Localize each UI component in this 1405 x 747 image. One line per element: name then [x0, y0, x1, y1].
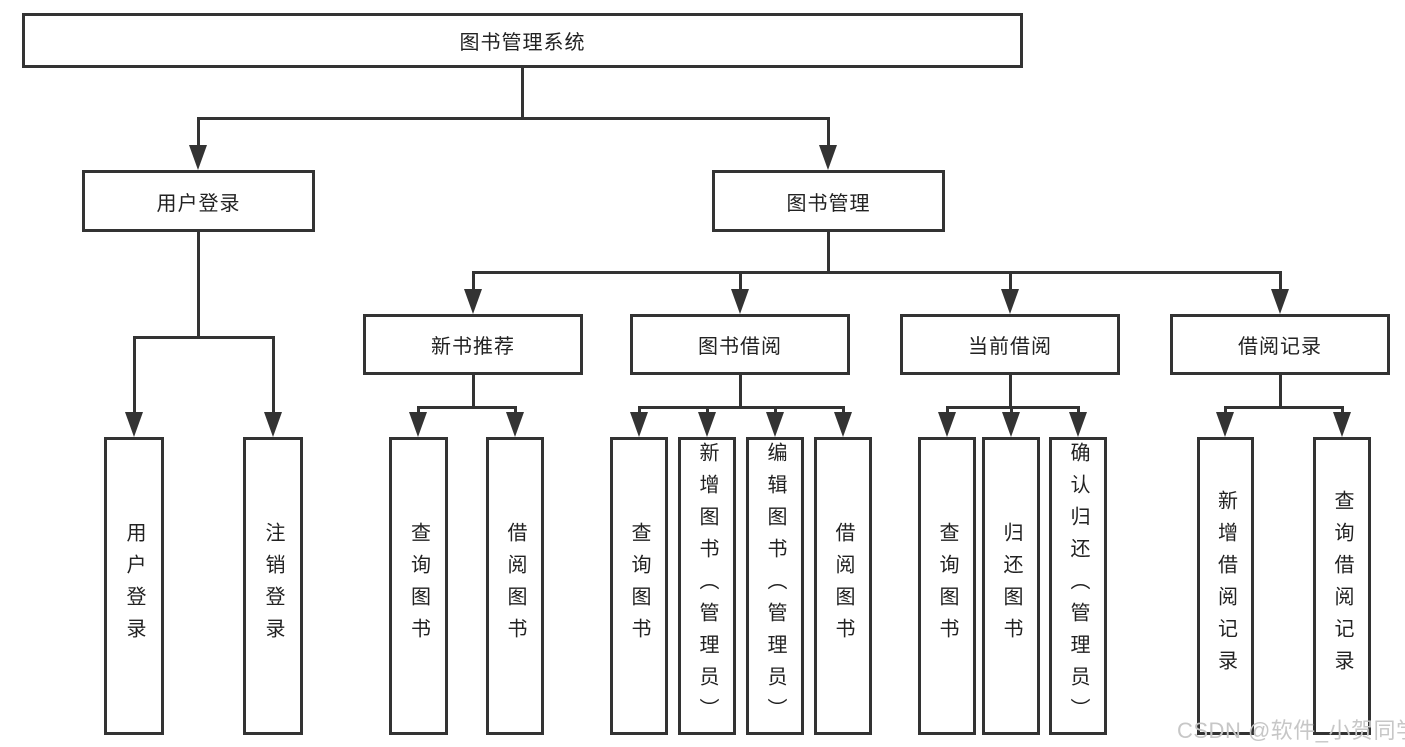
node-user-login: 用户登录: [104, 437, 164, 735]
connector-line: [417, 406, 420, 414]
node-label: 借阅图书: [504, 522, 526, 650]
node-new-book-recommendation: 新书推荐: [363, 314, 583, 375]
connector-line: [706, 406, 709, 414]
connector-line: [739, 375, 742, 408]
node-label: 当前借阅: [968, 336, 1052, 358]
connector-arrowhead: [834, 412, 852, 437]
connector-arrowhead: [1333, 412, 1351, 437]
node-label: 新增图书（管理员）: [696, 442, 718, 730]
node-query-books-borrowing: 查询图书: [610, 437, 668, 735]
connector-line: [1341, 406, 1344, 414]
connector-arrowhead: [630, 412, 648, 437]
node-label: 新增借阅记录: [1214, 490, 1237, 682]
connector-line: [514, 406, 517, 414]
connector-arrowhead: [1216, 412, 1234, 437]
node-borrow-books-newbook: 借阅图书: [486, 437, 544, 735]
node-borrow-books-borrowing: 借阅图书: [814, 437, 872, 735]
node-query-borrow-record: 查询借阅记录: [1313, 437, 1371, 735]
connector-line: [197, 117, 830, 120]
connector-arrowhead: [698, 412, 716, 437]
node-library-management-system: 图书管理系统: [22, 13, 1023, 68]
node-return-books: 归还图书: [982, 437, 1040, 735]
connector-arrowhead: [464, 289, 482, 314]
node-label: 编辑图书（管理员）: [764, 442, 786, 730]
connector-line: [1077, 406, 1080, 414]
connector-line: [1224, 406, 1344, 409]
node-label: 查询借阅记录: [1331, 490, 1353, 682]
node-book-borrowing: 图书借阅: [630, 314, 850, 375]
node-label: 查询图书: [936, 522, 958, 650]
node-add-books-admin: 新增图书（管理员）: [678, 437, 736, 735]
connector-line: [133, 336, 274, 339]
node-label: 图书借阅: [698, 336, 782, 358]
connector-line: [946, 406, 949, 414]
connector-arrowhead: [409, 412, 427, 437]
connector-line: [472, 375, 475, 408]
connector-line: [197, 117, 200, 147]
connector-line: [638, 406, 845, 409]
connector-line: [1009, 375, 1012, 408]
csdn-watermark: CSDN @软件_小贺同学: [1177, 718, 1405, 743]
node-current-borrowing: 当前借阅: [900, 314, 1120, 375]
connector-line: [827, 232, 830, 273]
node-borrowing-records: 借阅记录: [1170, 314, 1390, 375]
connector-line: [472, 271, 1282, 274]
node-confirm-return-admin: 确认归还（管理员）: [1049, 437, 1107, 735]
connector-arrowhead: [819, 145, 837, 170]
connector-line: [774, 406, 777, 414]
node-label: 图书管理系统: [459, 32, 586, 54]
connector-line: [1010, 406, 1013, 414]
node-label: 图书管理: [786, 192, 871, 215]
connector-line: [1279, 375, 1282, 408]
connector-line: [946, 406, 1080, 409]
node-label: 确认归还（管理员）: [1067, 442, 1089, 730]
connector-arrowhead: [938, 412, 956, 437]
connector-arrowhead: [506, 412, 524, 437]
connector-arrowhead: [189, 145, 207, 170]
connector-arrowhead: [1001, 289, 1019, 314]
node-label: 用户登录: [123, 522, 145, 650]
connector-line: [739, 271, 742, 291]
connector-line: [1224, 406, 1227, 414]
node-label: 借阅记录: [1238, 336, 1322, 358]
connector-line: [638, 406, 641, 414]
connector-arrowhead: [1002, 412, 1020, 437]
node-label: 用户登录: [156, 192, 241, 215]
connector-line: [842, 406, 845, 414]
connector-arrowhead: [1271, 289, 1289, 314]
connector-line: [197, 232, 200, 338]
connector-arrowhead: [766, 412, 784, 437]
node-label: 查询图书: [628, 522, 650, 650]
connector-arrowhead: [264, 412, 282, 437]
connector-arrowhead: [731, 289, 749, 314]
connector-arrowhead: [1069, 412, 1087, 437]
node-add-borrow-record: 新增借阅记录: [1197, 437, 1254, 735]
connector-line: [417, 406, 516, 409]
node-query-books-current: 查询图书: [918, 437, 976, 735]
connector-line: [1279, 271, 1282, 291]
connector-line: [272, 336, 275, 414]
node-label: 归还图书: [1000, 522, 1022, 650]
node-logout: 注销登录: [243, 437, 303, 735]
node-edit-books-admin: 编辑图书（管理员）: [746, 437, 804, 735]
node-query-books-newbook: 查询图书: [389, 437, 448, 735]
node-book-management: 图书管理: [712, 170, 945, 232]
connector-line: [133, 336, 136, 414]
connector-line: [827, 117, 830, 147]
node-label: 借阅图书: [832, 522, 854, 650]
node-label: 查询图书: [407, 522, 430, 650]
connector-line: [1009, 271, 1012, 291]
connector-line: [521, 68, 524, 119]
node-label: 新书推荐: [431, 336, 515, 358]
connector-arrowhead: [125, 412, 143, 437]
node-user-login-branch: 用户登录: [82, 170, 315, 232]
connector-line: [472, 271, 475, 291]
node-label: 注销登录: [262, 522, 284, 650]
